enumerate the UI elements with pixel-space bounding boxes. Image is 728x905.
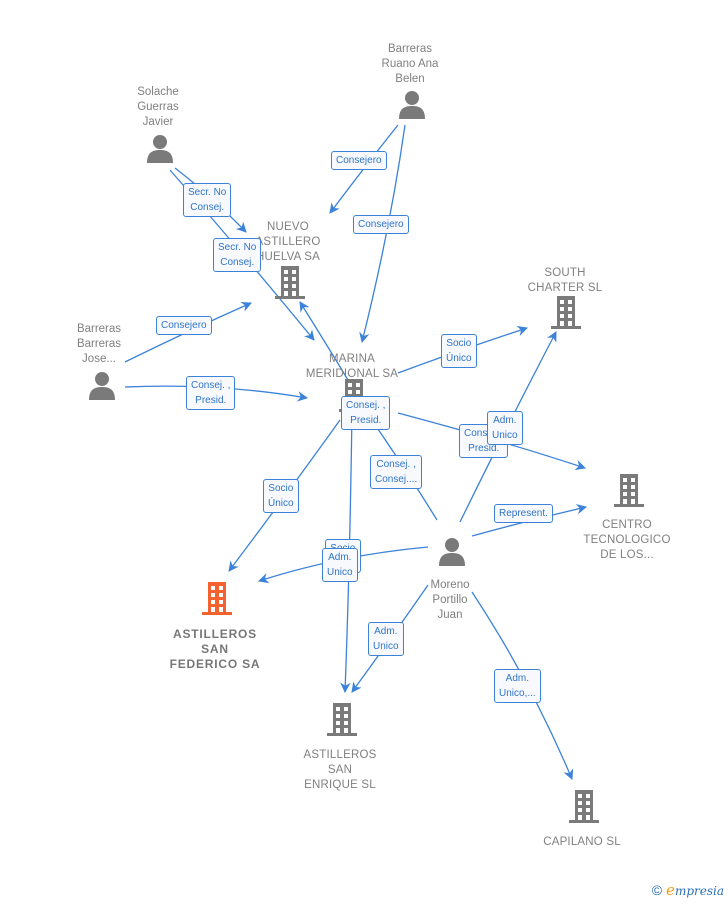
- node-label: ASTILLEROS SAN FEDERICO SA: [169, 627, 261, 671]
- person-node-barreras-ruano[interactable]: Barreras Ruano Ana Belen: [340, 42, 480, 87]
- building-icon[interactable]: [273, 264, 307, 305]
- node-label: NUEVO ASTILLERO HUELVA SA: [255, 221, 321, 263]
- edge-label[interactable]: Adm. Unico: [368, 622, 404, 656]
- building-icon[interactable]: [200, 580, 234, 621]
- edge-label[interactable]: Consej. , Consej....: [370, 455, 423, 489]
- edge-label[interactable]: Represent.: [494, 504, 553, 523]
- edge-label[interactable]: Consej. , Presid.: [186, 376, 236, 410]
- edge-label[interactable]: Adm. Unico,...: [494, 669, 541, 703]
- footer-brand[interactable]: ©empresia: [652, 881, 724, 899]
- person-icon[interactable]: [87, 370, 117, 405]
- company-node-san-enrique[interactable]: ASTILLEROS SAN ENRIQUE SL: [270, 748, 410, 793]
- company-node-nuevo-astillero[interactable]: NUEVO ASTILLERO HUELVA SA: [218, 220, 358, 265]
- node-label: CAPILANO SL: [543, 836, 621, 848]
- node-label: Solache Guerras Javier: [137, 86, 179, 128]
- node-label: Barreras Barreras Jose...: [76, 323, 122, 365]
- edge-label[interactable]: Secr. No Consej.: [213, 238, 262, 272]
- node-label: SOUTH CHARTER SL: [527, 267, 603, 294]
- edge-label[interactable]: Socio Único: [441, 334, 477, 368]
- edge-label[interactable]: Consej. , Presid.: [341, 396, 391, 430]
- company-node-capilano[interactable]: CAPILANO SL: [512, 835, 652, 850]
- building-icon[interactable]: [549, 294, 583, 335]
- building-icon[interactable]: [325, 701, 359, 742]
- edge-label[interactable]: Adm. Unico: [322, 548, 358, 582]
- company-node-marina[interactable]: MARINA MERIDIONAL SA: [282, 352, 422, 382]
- node-label: Moreno Portillo Juan: [430, 579, 470, 621]
- edge-label[interactable]: Adm. Unico: [487, 411, 523, 445]
- edge-label[interactable]: Consejero: [353, 215, 409, 234]
- building-icon[interactable]: [612, 472, 646, 513]
- person-icon[interactable]: [145, 133, 175, 168]
- edge-label[interactable]: Consejero: [331, 151, 387, 170]
- node-label: ASTILLEROS SAN ENRIQUE SL: [303, 749, 377, 791]
- node-label: CENTRO TECNOLOGICO DE LOS...: [583, 519, 671, 561]
- person-icon[interactable]: [397, 89, 427, 124]
- node-label: MARINA MERIDIONAL SA: [305, 353, 399, 380]
- empresia-logo: empresia: [666, 881, 724, 899]
- node-label: Barreras Ruano Ana Belen: [381, 43, 439, 85]
- edge-label[interactable]: Consejero: [156, 316, 212, 335]
- person-node-barreras-jose[interactable]: Barreras Barreras Jose...: [29, 322, 169, 367]
- person-node-solache[interactable]: Solache Guerras Javier: [88, 85, 228, 130]
- copyright-icon: ©: [651, 882, 663, 898]
- company-node-south-charter[interactable]: SOUTH CHARTER SL: [495, 266, 635, 296]
- edge-label[interactable]: Socio Único: [263, 479, 299, 513]
- company-node-san-federico[interactable]: ASTILLEROS SAN FEDERICO SA: [145, 627, 285, 672]
- building-icon[interactable]: [567, 788, 601, 829]
- person-icon[interactable]: [437, 536, 467, 571]
- person-node-moreno[interactable]: Moreno Portillo Juan: [380, 578, 520, 623]
- company-node-centro[interactable]: CENTRO TECNOLOGICO DE LOS...: [557, 518, 697, 563]
- edge-label[interactable]: Secr. No Consej.: [183, 183, 232, 217]
